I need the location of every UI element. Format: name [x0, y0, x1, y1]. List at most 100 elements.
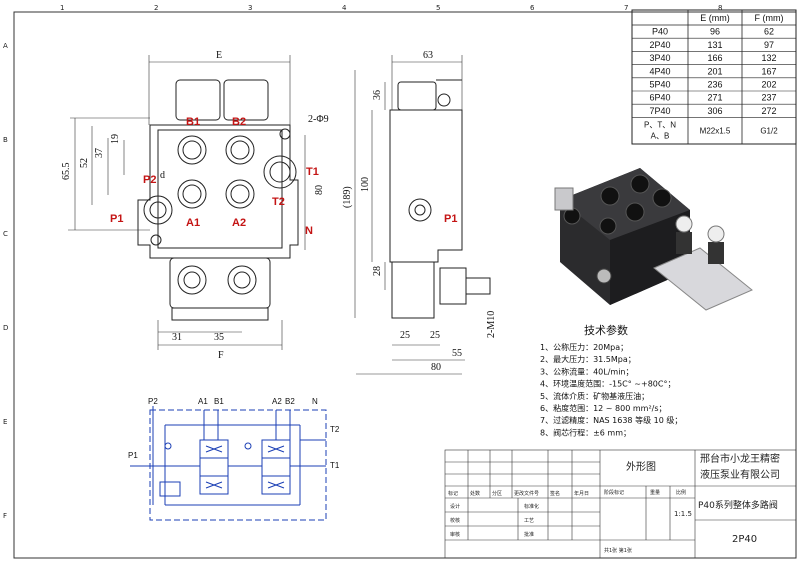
spec-item: 1、公称压力：20Mpa； — [540, 342, 628, 352]
front-view — [137, 79, 299, 321]
tb-role2: 批准 — [524, 531, 534, 538]
frame-row-letter: C — [3, 230, 8, 238]
dim-35: 35 — [214, 332, 224, 343]
specs-title: 技术参数 — [584, 323, 628, 337]
frame-col-number: 1 — [60, 4, 64, 12]
frame-col-number: 8 — [718, 4, 722, 12]
table-cell: 166 — [707, 53, 722, 63]
frame-row-letter: F — [3, 512, 7, 520]
dim-36: 36 — [372, 90, 383, 100]
frame-col-number: 5 — [436, 4, 440, 12]
table-cell: 272 — [761, 106, 776, 116]
dim-80-front: 80 — [314, 185, 325, 195]
frame-col-number: 3 — [248, 4, 252, 12]
tb-stage-header: 阶段标记 — [604, 489, 624, 496]
sch-A1: A1 — [198, 397, 208, 406]
tb-company-line2: 液压泵业有限公司 — [700, 468, 780, 481]
sheet-border — [13, 11, 797, 559]
table-cell: 3P40 — [649, 53, 670, 63]
table-thread-metric: M22x1.5 — [700, 126, 731, 135]
tb-ratio-header: 比例 — [676, 489, 686, 496]
tb-role: 设计 — [450, 503, 460, 510]
sch-P2: P2 — [148, 397, 158, 406]
table-cell: 5P40 — [649, 80, 670, 90]
side-view-dim-lines — [354, 55, 465, 375]
port-B2: B2 — [232, 116, 246, 128]
sch-A2: A2 — [272, 397, 282, 406]
port-P1: P1 — [110, 213, 123, 225]
tb-rev-header: 签名 — [550, 490, 560, 497]
tb-role2: 工艺 — [524, 518, 534, 524]
table-cell: 62 — [764, 27, 774, 37]
spec-item: 2、最大压力：31.5Mpa； — [540, 354, 636, 364]
table-cell: 97 — [764, 40, 774, 50]
spec-item: 4、环境温度范围：-15C° ~+80C°； — [540, 379, 675, 389]
spec-item: 3、公称流量：40L/min； — [540, 366, 634, 376]
table-cell: 131 — [707, 40, 722, 50]
table-thread-ports-2: A、B — [651, 131, 670, 140]
table-cell: 7P40 — [649, 106, 670, 116]
tb-rev-header: 分区 — [492, 490, 502, 497]
frame-row-letter: D — [3, 324, 8, 332]
tb-rev-header: 年月日 — [574, 490, 589, 497]
dim-phi9: 2-Φ9 — [308, 114, 329, 125]
dim-25a: 25 — [400, 330, 410, 341]
tb-rev-header: 标记 — [448, 490, 458, 497]
dim-28: 28 — [372, 266, 383, 276]
front-view-dim-lines — [68, 55, 306, 350]
dim-80-side: 80 — [431, 362, 441, 373]
frame-row-letter: A — [3, 42, 8, 50]
dim-55: 55 — [452, 348, 462, 359]
table-thread-bsp: G1/2 — [760, 126, 778, 135]
valve-3d-render — [554, 168, 753, 311]
dim-37: 37 — [94, 148, 105, 158]
dim-31: 31 — [172, 332, 182, 343]
port-A2: A2 — [232, 217, 246, 229]
frame-row-letter: B — [3, 136, 8, 144]
tb-series: P40系列整体多路阀 — [698, 499, 778, 511]
table-cell: 201 — [707, 66, 722, 76]
tb-revision-headers: 标记 处数 分区 更改文件号 签名 年月日 — [448, 490, 589, 497]
table-cell: 271 — [707, 93, 722, 103]
frame-col-number: 6 — [530, 4, 535, 12]
tb-model: 2P40 — [732, 534, 757, 545]
frame-col-number: 7 — [624, 4, 628, 12]
tb-view-name: 外形图 — [626, 461, 656, 473]
dim-25b: 25 — [430, 330, 440, 341]
dim-52: 52 — [79, 158, 90, 168]
table-cell: 167 — [761, 66, 776, 76]
tb-company-line1: 邢台市小龙王精密 — [700, 452, 780, 465]
port-T2: T2 — [272, 196, 285, 208]
table-cell: 237 — [761, 93, 776, 103]
tb-rev-header: 处数 — [470, 490, 480, 497]
tb-rev-header: 更改文件号 — [514, 490, 539, 497]
hydraulic-schematic — [130, 406, 327, 521]
title-block — [444, 449, 797, 559]
sch-P1: P1 — [128, 451, 138, 460]
specs-list: 1、公称压力：20Mpa； 2、最大压力：31.5Mpa； 3、公称流量：40L/m… — [540, 342, 682, 437]
table-header-cell: E (mm) — [700, 13, 730, 23]
port-P2: P2 — [143, 174, 156, 186]
table-cell: 202 — [761, 80, 776, 90]
spec-item: 7、过滤精度：NAS 1638 等级 10 级； — [540, 415, 682, 425]
sch-B1: B1 — [214, 397, 224, 406]
port-N: N — [305, 225, 313, 237]
table-cell: 6P40 — [649, 93, 670, 103]
table-cell: 236 — [707, 80, 722, 90]
tb-weight-header: 重量 — [650, 489, 660, 496]
spec-item: 6、粘度范围：12 ~ 800 mm²/s； — [540, 403, 667, 413]
sch-T1: T1 — [330, 461, 340, 470]
dim-F: F — [218, 350, 224, 361]
sch-T2: T2 — [330, 425, 340, 434]
port-T1: T1 — [306, 166, 319, 178]
side-port-P1: P1 — [444, 213, 457, 225]
sch-B2: B2 — [285, 397, 295, 406]
tb-scale: 1:1.5 — [674, 510, 692, 518]
dim-65-5: 65.5 — [61, 163, 72, 181]
spec-item: 5、流体介质：矿物基液压油； — [540, 391, 649, 401]
